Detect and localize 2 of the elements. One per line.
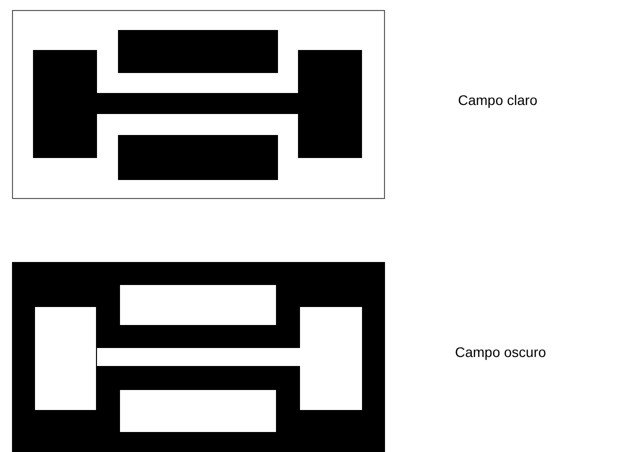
- pattern-label: Campo oscuro: [455, 344, 546, 360]
- pattern-label: Campo claro: [458, 92, 538, 108]
